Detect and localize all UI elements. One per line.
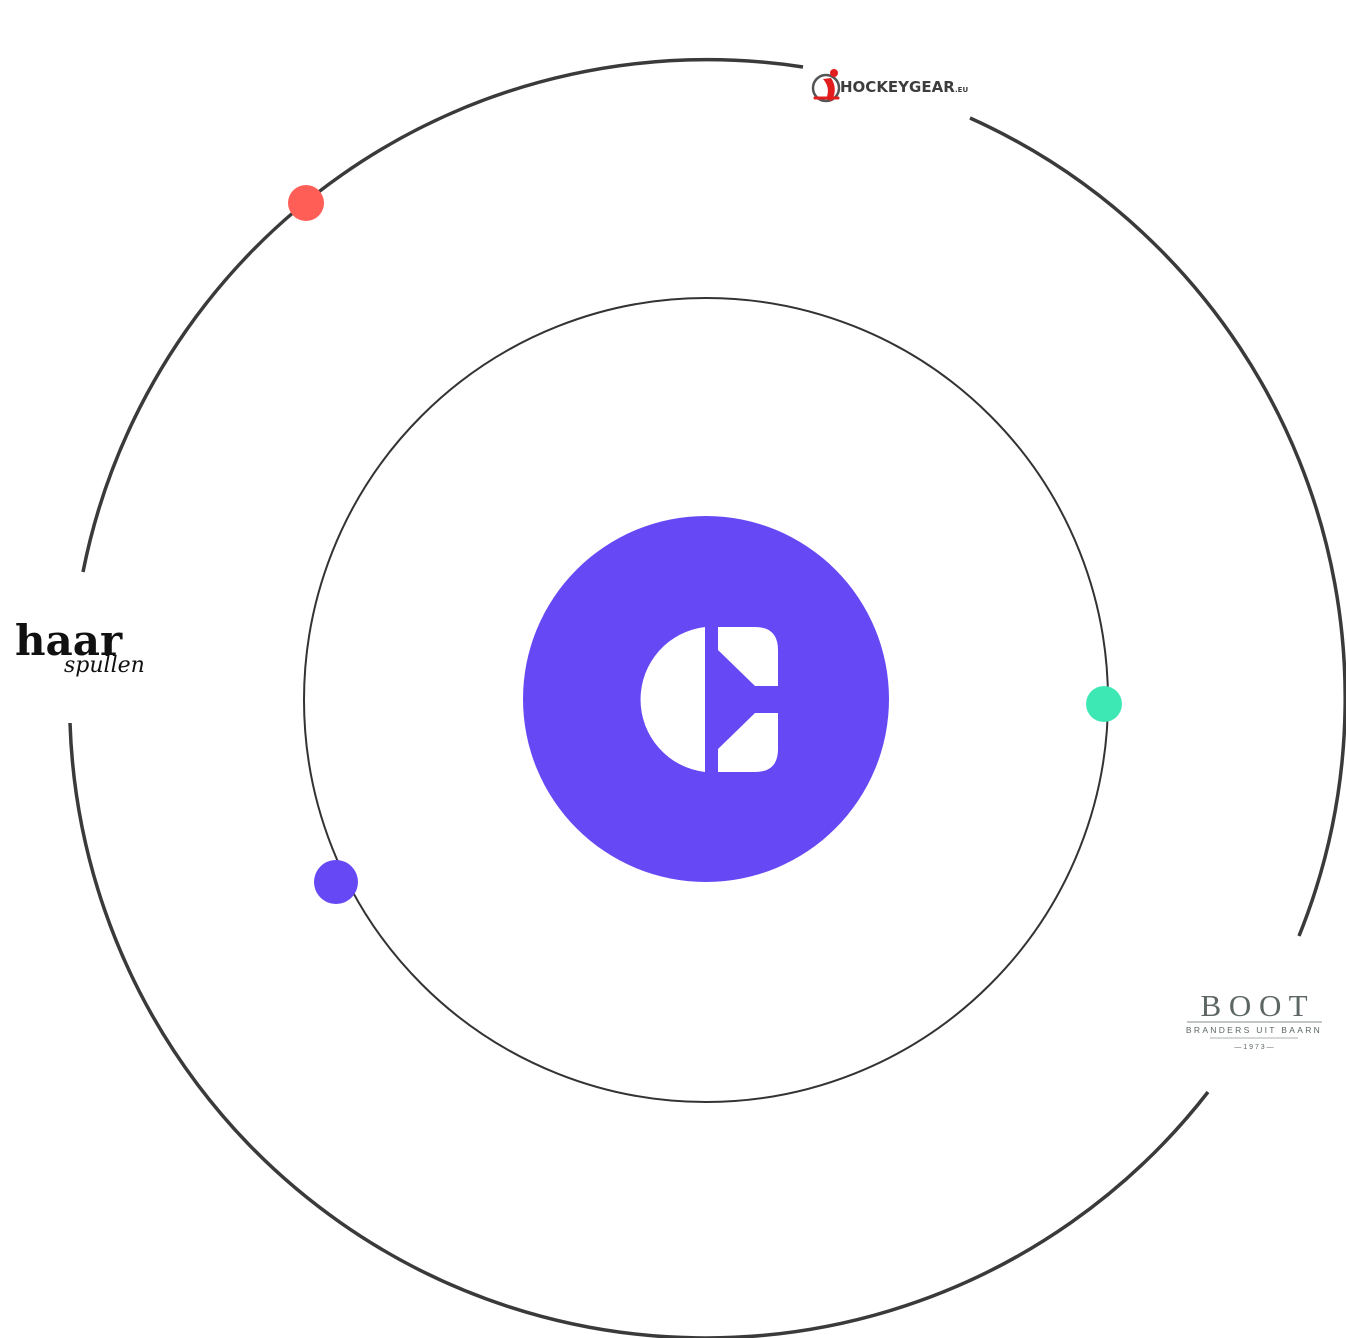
hockeygear-name: HOCKEYGEAR (840, 78, 955, 96)
orbit-dot-mint (1086, 686, 1122, 722)
outer-orbit-arc-bottom (68, 722, 1210, 1338)
outer-orbit-arc-right (969, 116, 1346, 937)
hub-circle (523, 516, 889, 882)
orbit-dot-coral (288, 185, 324, 221)
partner-logo-hockeygear[interactable]: HOCKEYGEAR .EU (811, 69, 968, 103)
hockey-player-icon (811, 69, 841, 103)
partner-logo-boot[interactable]: B O O T BRANDERS UIT BAARN — 1 9 7 3 — (1186, 988, 1322, 1051)
orbit-dot-violet (314, 860, 358, 904)
hub (523, 516, 889, 882)
outer-orbit-arc-top (81, 57, 804, 573)
brand-monogram-icon (640, 627, 778, 772)
boot-tagline: BRANDERS UIT BAARN (1186, 1025, 1322, 1035)
haarspullen-name-main: haar (15, 616, 123, 665)
haarspullen-name-script: spullen (64, 653, 145, 678)
boot-name: B O O T (1200, 988, 1307, 1023)
hockeygear-suffix: .EU (955, 86, 968, 94)
boot-year: — 1 9 7 3 — (1234, 1044, 1273, 1051)
partner-logo-haarspullen[interactable]: haar spullen (15, 616, 145, 678)
outer-orbit (68, 57, 1346, 1338)
